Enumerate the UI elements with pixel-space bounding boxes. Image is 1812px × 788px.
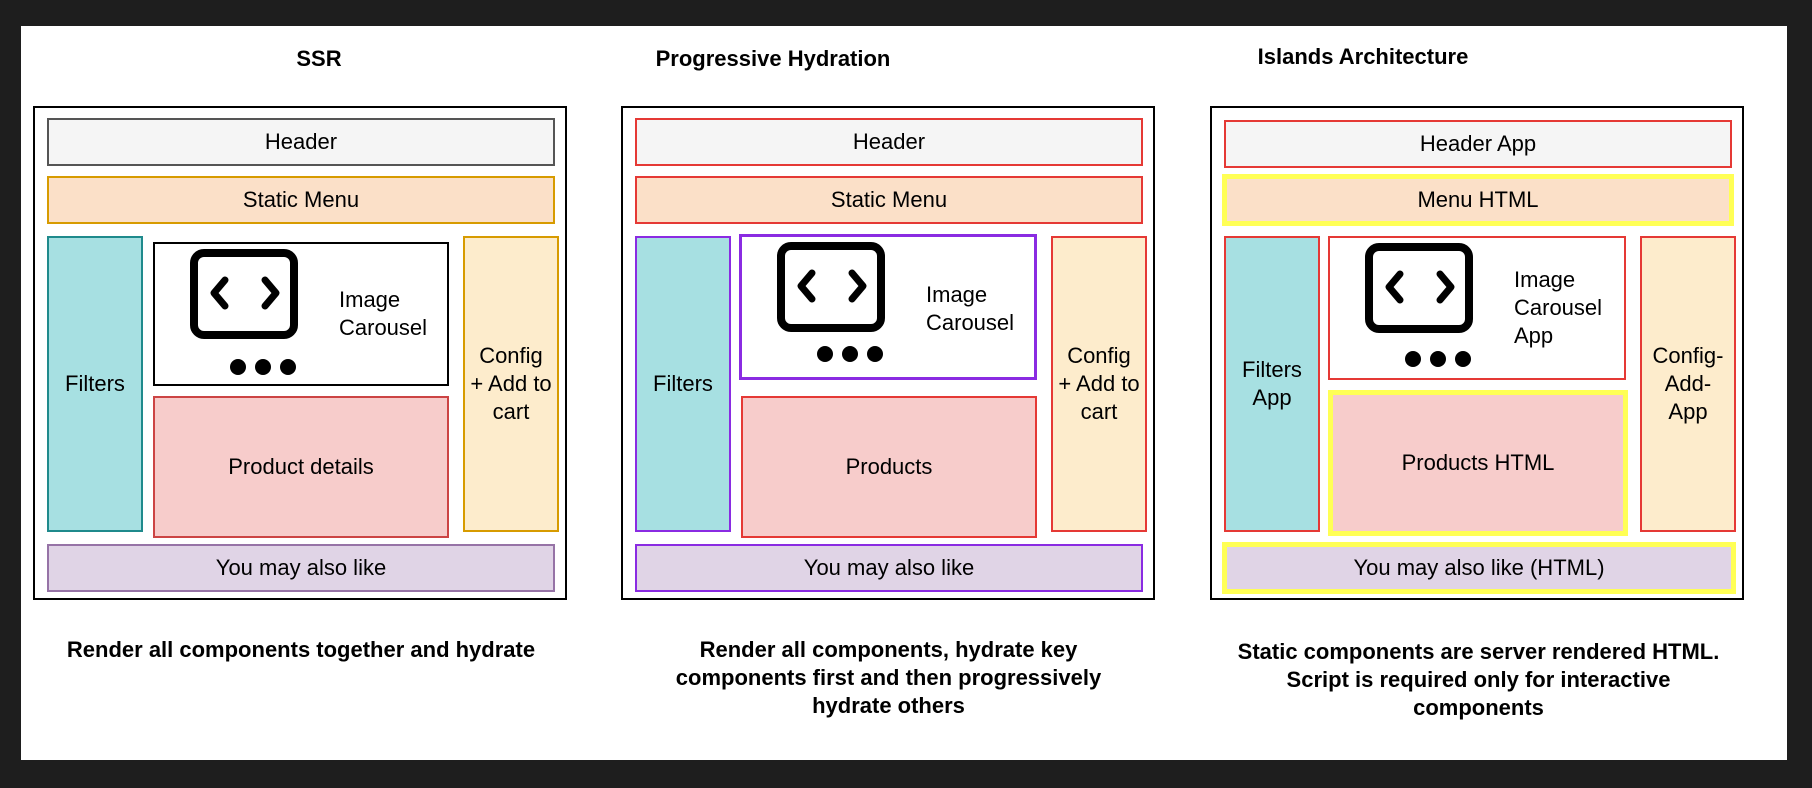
islands-you-may-also-like-html: You may also like (HTML) <box>1222 542 1736 594</box>
panel-title-islands-architecture: Islands Architecture <box>1257 44 1469 69</box>
islands-header-app: Header App <box>1224 120 1732 168</box>
ssr-image-carousel: Image Carousel <box>153 242 449 386</box>
progressive-caption: Render all components, hydrate key compo… <box>675 637 1102 718</box>
carousel-icon <box>1365 243 1473 367</box>
islands-config-add-app: Config- Add- App <box>1640 236 1736 532</box>
progressive-static-menu: Static Menu <box>635 176 1143 224</box>
ssr-caption: Render all components together and hydra… <box>66 637 536 662</box>
ssr-config-add-to-cart: Config + Add to cart <box>463 236 559 532</box>
islands-page-frame: Header App Menu HTML Filters App Image C… <box>1210 106 1744 600</box>
progressive-header: Header <box>635 118 1143 166</box>
islands-carousel-label: Image Carousel App <box>1514 267 1603 348</box>
ssr-static-menu: Static Menu <box>47 176 555 224</box>
progressive-page-frame: Header Static Menu Filters Image Carouse… <box>621 106 1155 600</box>
progressive-config-add-to-cart: Config + Add to cart <box>1051 236 1147 532</box>
ssr-page-frame: Header Static Menu Filters Image Carouse… <box>33 106 567 600</box>
progressive-filters: Filters <box>635 236 731 532</box>
progressive-products: Products <box>741 396 1037 538</box>
ssr-carousel-label: Image Carousel <box>339 287 428 340</box>
carousel-icon <box>190 249 298 375</box>
islands-menu-html: Menu HTML <box>1222 174 1734 226</box>
ssr-filters: Filters <box>47 236 143 532</box>
progressive-you-may-also-like: You may also like <box>635 544 1143 592</box>
islands-filters-app: Filters App <box>1224 236 1320 532</box>
ssr-product-details: Product details <box>153 396 449 538</box>
islands-image-carousel-app: Image Carousel App <box>1328 236 1626 380</box>
panel-title-progressive-hydration: Progressive Hydration <box>655 46 891 71</box>
ssr-header: Header <box>47 118 555 166</box>
progressive-carousel-label: Image Carousel <box>926 282 1015 335</box>
diagram-canvas: SSR Header Static Menu Filters Image Car… <box>21 26 1787 760</box>
ssr-you-may-also-like: You may also like <box>47 544 555 592</box>
islands-caption: Static components are server rendered HT… <box>1237 639 1720 720</box>
panel-title-ssr: SSR <box>296 46 342 71</box>
carousel-icon <box>777 242 885 362</box>
islands-products-html: Products HTML <box>1328 390 1628 536</box>
progressive-image-carousel: Image Carousel <box>739 234 1037 380</box>
